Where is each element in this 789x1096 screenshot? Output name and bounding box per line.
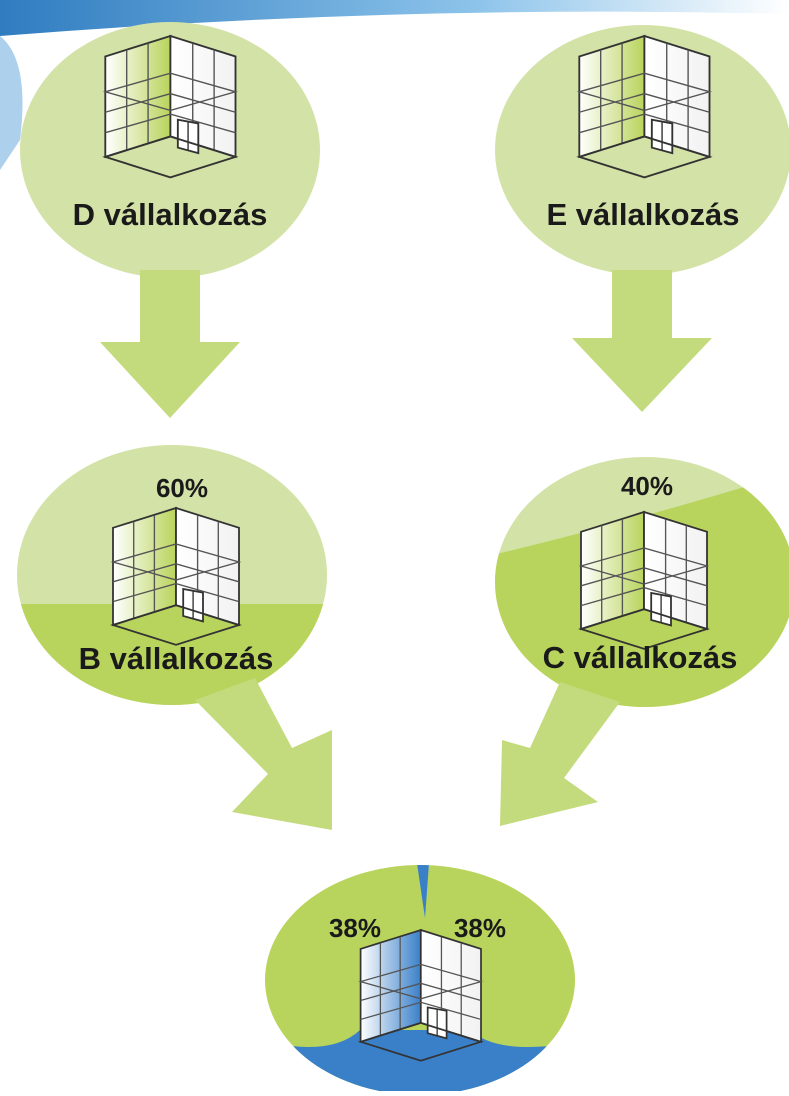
target-share-left: 38% <box>329 913 381 943</box>
company-e-label: E vállalkozás <box>546 197 739 232</box>
target-share-right: 38% <box>454 913 506 943</box>
company-b-node: 60% B vállalkozás <box>17 445 327 705</box>
company-e-node: E vállalkozás <box>495 25 789 275</box>
arrow-down-icon <box>195 678 332 830</box>
company-d-node: D vállalkozás <box>20 22 320 278</box>
header-swoosh <box>0 0 789 170</box>
company-b-label: B vállalkozás <box>79 641 274 676</box>
arrow-down-icon <box>500 682 620 826</box>
company-c-share: 40% <box>621 471 673 501</box>
target-company-node: 38% 38% <box>265 865 575 1095</box>
company-b-share: 60% <box>156 473 208 503</box>
arrow-down-icon <box>100 270 240 418</box>
arrow-down-icon <box>572 270 712 412</box>
company-c-node: 40% C vállalkozás <box>495 457 789 707</box>
company-c-label: C vállalkozás <box>543 640 738 675</box>
company-d-label: D vállalkozás <box>73 197 268 232</box>
